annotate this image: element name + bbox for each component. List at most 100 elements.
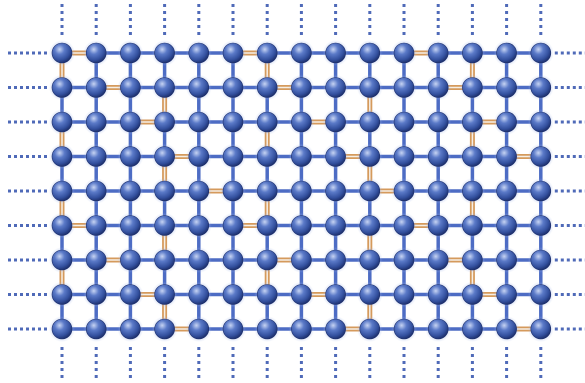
atom <box>86 285 106 305</box>
atom <box>394 181 414 201</box>
atom <box>531 285 551 305</box>
atom <box>257 112 277 132</box>
atom <box>86 319 106 339</box>
atom <box>120 112 140 132</box>
atom <box>497 112 517 132</box>
atom <box>394 250 414 270</box>
atom <box>428 147 448 167</box>
atom <box>120 43 140 63</box>
atom <box>291 181 311 201</box>
atom <box>291 43 311 63</box>
atom <box>326 319 346 339</box>
atom <box>531 147 551 167</box>
atom <box>291 216 311 236</box>
atom <box>52 216 72 236</box>
atom <box>428 78 448 98</box>
atom <box>86 112 106 132</box>
atom <box>223 319 243 339</box>
atom <box>326 78 346 98</box>
atom <box>462 78 482 98</box>
atom <box>120 285 140 305</box>
atom <box>428 319 448 339</box>
atom <box>531 216 551 236</box>
atom <box>462 112 482 132</box>
atom <box>326 250 346 270</box>
atom <box>326 216 346 236</box>
atom <box>86 78 106 98</box>
atom <box>189 319 209 339</box>
atom <box>291 112 311 132</box>
atom <box>189 78 209 98</box>
atom <box>531 78 551 98</box>
atom <box>531 181 551 201</box>
atoms-group <box>49 40 554 342</box>
atom <box>428 181 448 201</box>
atom <box>223 147 243 167</box>
atom <box>462 181 482 201</box>
atom <box>462 285 482 305</box>
atom <box>223 216 243 236</box>
atom <box>223 112 243 132</box>
atom <box>257 181 277 201</box>
atom <box>497 78 517 98</box>
atom <box>497 216 517 236</box>
atom <box>394 78 414 98</box>
atom <box>189 181 209 201</box>
atom <box>223 285 243 305</box>
atom <box>155 216 175 236</box>
atom <box>360 250 380 270</box>
atom <box>360 319 380 339</box>
atom <box>257 147 277 167</box>
atom <box>497 181 517 201</box>
atom <box>428 285 448 305</box>
atom <box>120 319 140 339</box>
atom <box>428 216 448 236</box>
atom <box>189 285 209 305</box>
atom <box>360 147 380 167</box>
atom <box>86 216 106 236</box>
atom <box>155 112 175 132</box>
atom <box>326 112 346 132</box>
atom <box>462 250 482 270</box>
atom <box>189 112 209 132</box>
atom <box>155 285 175 305</box>
atom <box>394 285 414 305</box>
atom <box>223 78 243 98</box>
atom <box>394 216 414 236</box>
atom <box>52 78 72 98</box>
atom <box>52 250 72 270</box>
atom <box>257 319 277 339</box>
atom <box>52 285 72 305</box>
atom <box>360 216 380 236</box>
atom <box>497 285 517 305</box>
atom <box>120 147 140 167</box>
atom <box>394 43 414 63</box>
atom <box>531 250 551 270</box>
atom <box>52 147 72 167</box>
atom <box>120 250 140 270</box>
atom <box>326 181 346 201</box>
atom <box>428 112 448 132</box>
atom <box>155 78 175 98</box>
atom <box>428 250 448 270</box>
atom <box>257 78 277 98</box>
atom <box>120 181 140 201</box>
atom <box>86 43 106 63</box>
atom <box>428 43 448 63</box>
atom <box>155 43 175 63</box>
atom <box>257 250 277 270</box>
atom <box>360 78 380 98</box>
atom <box>86 181 106 201</box>
atom <box>155 181 175 201</box>
atom <box>531 319 551 339</box>
atom <box>155 319 175 339</box>
atom <box>223 181 243 201</box>
atom <box>52 181 72 201</box>
atom <box>86 147 106 167</box>
atom <box>189 43 209 63</box>
atom <box>394 147 414 167</box>
atom <box>155 147 175 167</box>
atom <box>155 250 175 270</box>
atom <box>462 319 482 339</box>
atom <box>291 285 311 305</box>
